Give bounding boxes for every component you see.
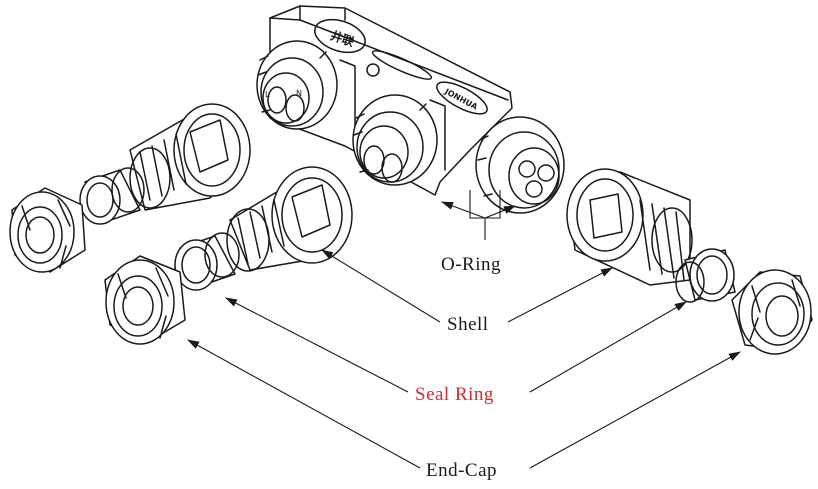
shell-arrow-left [321, 249, 441, 323]
shell-label: Shell [447, 314, 489, 335]
housing-port-1 [256, 40, 338, 130]
seal-ring-left-lower [174, 232, 240, 291]
seal-ring-left-upper [79, 167, 145, 225]
seal-ring-right [675, 248, 736, 303]
housing-port-2 [352, 94, 438, 186]
housing-pin-n: N [296, 89, 302, 98]
end-cap-right [731, 269, 813, 355]
end-cap-label: End-Cap [426, 460, 498, 481]
shell-right [566, 168, 693, 286]
end-cap-arrow-right [529, 351, 741, 469]
shell-arrow-right [507, 267, 613, 323]
housing-pin-l: L [265, 90, 270, 99]
shell-left-lower [226, 166, 353, 272]
seal-ring-arrow-left [225, 297, 409, 393]
end-cap-left-lower [104, 255, 186, 345]
end-cap-arrow-left [187, 339, 421, 469]
housing-brand-chinese: 井联 [329, 28, 356, 50]
o-ring-arrow-right [484, 205, 516, 219]
housing-port-3 [475, 116, 565, 214]
o-ring-arrow-left [441, 201, 486, 219]
o-ring-label: O-Ring [441, 254, 501, 275]
shell-left-upper [129, 103, 251, 211]
seal-ring-label: Seal Ring [415, 384, 494, 405]
end-cap-left-upper [9, 187, 86, 273]
seal-ring-arrow-right [529, 301, 687, 393]
